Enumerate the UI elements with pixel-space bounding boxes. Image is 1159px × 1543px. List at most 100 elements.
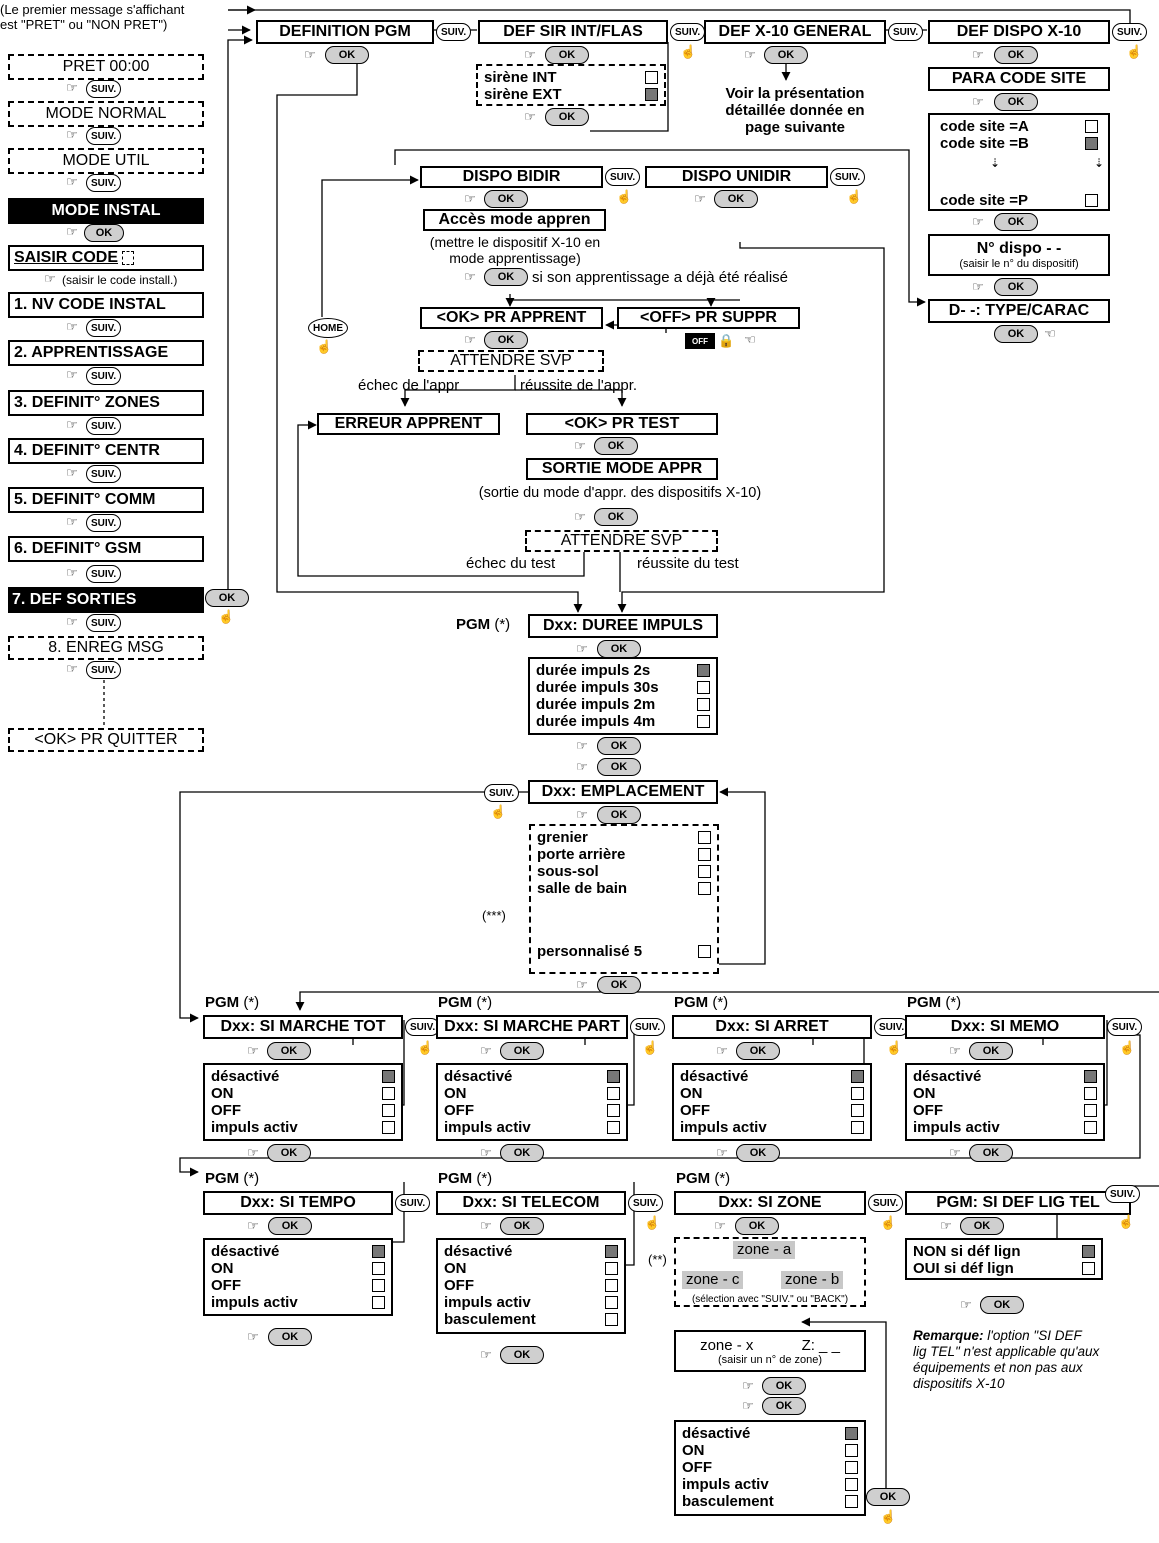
row1-card-title[interactable]: Dxx: SI MARCHE TOT [203, 1015, 403, 1039]
suiv-button[interactable]: SUIV. [86, 614, 122, 632]
ok-button[interactable]: OK [762, 1377, 806, 1395]
off-button[interactable]: OFF [685, 333, 715, 349]
option[interactable]: OFF [444, 1277, 618, 1294]
ok-button[interactable]: OK [735, 1217, 779, 1235]
option[interactable]: désactivé [680, 1068, 864, 1085]
option[interactable]: désactivé [444, 1243, 618, 1260]
ok-button[interactable]: OK [205, 589, 249, 607]
option[interactable]: impuls activ [680, 1119, 864, 1136]
ok-button[interactable]: OK [268, 1328, 312, 1346]
ok-apprent-box[interactable]: <OK> PR APPRENT [420, 307, 603, 329]
option[interactable]: désactivé [682, 1425, 858, 1442]
ok-button[interactable]: OK [500, 1217, 544, 1235]
ok-test-box[interactable]: <OK> PR TEST [526, 413, 718, 435]
checkbox[interactable] [605, 1262, 618, 1275]
ok-button[interactable]: OK [484, 190, 528, 208]
option[interactable]: OUI si déf lign [913, 1260, 1095, 1277]
duree-option[interactable]: durée impuls 30s [536, 679, 710, 696]
empl-option-last[interactable]: personnalisé 5 [537, 943, 711, 960]
checkbox[interactable] [605, 1279, 618, 1292]
ok-button[interactable]: OK [597, 976, 641, 994]
checkbox[interactable] [607, 1087, 620, 1100]
checkbox[interactable] [698, 865, 711, 878]
checkbox[interactable] [697, 698, 710, 711]
si-def-lig-tel-box[interactable]: PGM: SI DEF LIG TEL [905, 1191, 1131, 1215]
menu-item-5[interactable]: 5. DEFINIT° COMM [8, 487, 204, 513]
suiv-button[interactable]: SUIV. [86, 565, 122, 583]
checkbox-checked[interactable] [845, 1427, 858, 1440]
suiv-button[interactable]: SUIV. [86, 465, 122, 483]
suiv-button[interactable]: SUIV. [888, 23, 924, 41]
menu-item-6[interactable]: 6. DEFINIT° GSM [8, 536, 204, 562]
ok-button[interactable]: OK [597, 758, 641, 776]
sortie-mode-box[interactable]: SORTIE MODE APPR [526, 458, 718, 480]
checkbox[interactable] [382, 1104, 395, 1117]
duree-option[interactable]: durée impuls 4m [536, 713, 710, 730]
ok-button[interactable]: OK [714, 190, 758, 208]
checkbox[interactable] [851, 1087, 864, 1100]
option[interactable]: ON [211, 1260, 385, 1277]
checkbox[interactable] [845, 1461, 858, 1474]
checkbox-checked[interactable] [372, 1245, 385, 1258]
ok-button[interactable]: OK [866, 1488, 910, 1506]
suiv-button[interactable]: SUIV. [1107, 1018, 1143, 1036]
suiv-button[interactable]: SUIV. [1105, 1185, 1141, 1203]
checkbox[interactable] [697, 681, 710, 694]
suiv-button[interactable]: SUIV. [1112, 23, 1148, 41]
ok-button[interactable]: OK [969, 1144, 1013, 1162]
checkbox[interactable] [698, 831, 711, 844]
suiv-button[interactable]: SUIV. [395, 1194, 431, 1212]
empl-option[interactable]: grenier [537, 829, 711, 846]
checkbox[interactable] [1084, 1104, 1097, 1117]
ok-button[interactable]: OK [500, 1042, 544, 1060]
ok-button[interactable]: OK [994, 46, 1038, 64]
empl-option[interactable]: salle de bain [537, 880, 711, 897]
suiv-button[interactable]: SUIV. [86, 661, 122, 679]
checkbox[interactable] [1084, 1087, 1097, 1100]
checkbox-checked[interactable] [605, 1245, 618, 1258]
off-suppr-box[interactable]: <OFF> PR SUPPR [617, 307, 800, 329]
emplacement-box[interactable]: Dxx: EMPLACEMENT [528, 780, 718, 804]
suiv-button[interactable]: SUIV. [605, 168, 641, 186]
checkbox[interactable] [605, 1313, 618, 1326]
suiv-button[interactable]: SUIV. [86, 127, 122, 145]
ok-button[interactable]: OK [267, 1042, 311, 1060]
option[interactable]: désactivé [913, 1068, 1097, 1085]
home-button[interactable]: HOME [308, 318, 348, 338]
def-dispo-x10-box[interactable]: DEF DISPO X-10 [928, 20, 1110, 44]
option[interactable]: impuls activ [444, 1294, 618, 1311]
type-carac-box[interactable]: D- -: TYPE/CARAC [928, 299, 1110, 323]
option[interactable]: ON [444, 1085, 620, 1102]
ok-button[interactable]: OK [994, 278, 1038, 296]
checkbox[interactable] [698, 945, 711, 958]
checkbox-checked[interactable] [607, 1070, 620, 1083]
checkbox[interactable] [851, 1121, 864, 1134]
ok-button[interactable]: OK [500, 1346, 544, 1364]
option[interactable]: OFF [682, 1459, 858, 1476]
option[interactable]: impuls activ [211, 1119, 395, 1136]
duree-option[interactable]: durée impuls 2s [536, 662, 710, 679]
option[interactable]: désactivé [444, 1068, 620, 1085]
option[interactable]: ON [444, 1260, 618, 1277]
option[interactable]: désactivé [211, 1068, 395, 1085]
option[interactable]: impuls activ [211, 1294, 385, 1311]
empl-option[interactable]: porte arrière [537, 846, 711, 863]
checkbox[interactable] [1085, 120, 1098, 133]
ok-button[interactable]: OK [484, 331, 528, 349]
checkbox[interactable] [845, 1495, 858, 1508]
ok-button[interactable]: OK [594, 508, 638, 526]
option[interactable]: ON [913, 1085, 1097, 1102]
option[interactable]: basculement [682, 1493, 858, 1510]
code-option-a[interactable]: code site =A [936, 118, 1102, 135]
option[interactable]: OFF [913, 1102, 1097, 1119]
ok-button[interactable]: OK [764, 46, 808, 64]
dispo-unidir-box[interactable]: DISPO UNIDIR [645, 166, 828, 188]
checkbox[interactable] [698, 882, 711, 895]
si-zone-box[interactable]: Dxx: SI ZONE [674, 1191, 866, 1215]
ok-button[interactable]: OK [268, 1217, 312, 1235]
ok-button[interactable]: OK [969, 1042, 1013, 1060]
row1-card-title[interactable]: Dxx: SI MARCHE PART [436, 1015, 628, 1039]
checkbox-checked[interactable] [697, 664, 710, 677]
option[interactable]: OFF [680, 1102, 864, 1119]
option[interactable]: NON si déf lign [913, 1243, 1095, 1260]
